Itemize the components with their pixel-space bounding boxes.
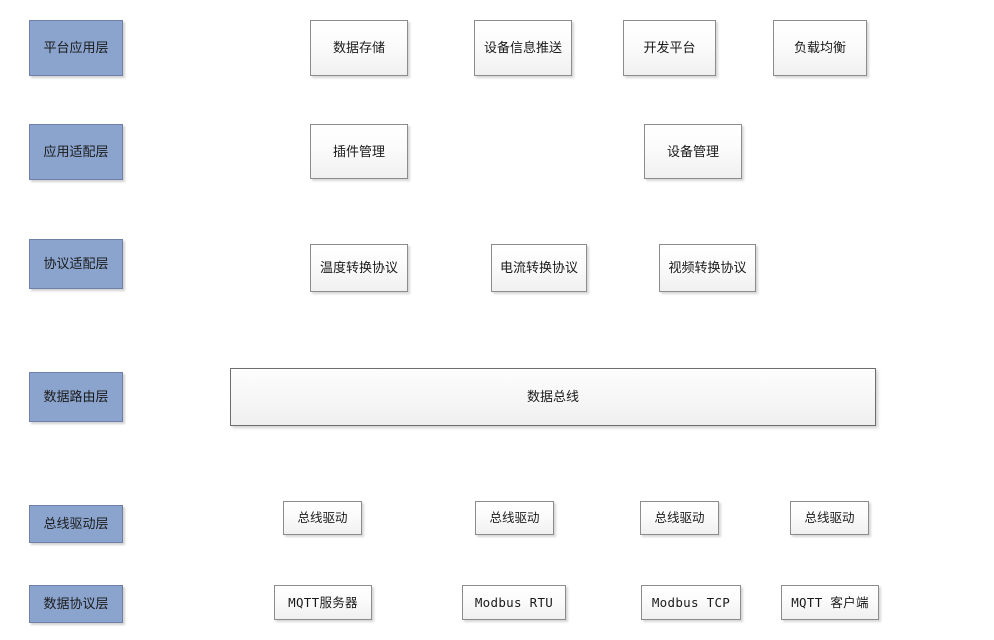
module-bus-driver-4[interactable]: 总线驱动: [790, 501, 869, 535]
module-modbus-tcp[interactable]: Modbus TCP: [641, 585, 741, 620]
module-device-info-push[interactable]: 设备信息推送: [474, 20, 572, 76]
layer-label-platform-application[interactable]: 平台应用层: [29, 20, 123, 76]
module-video-conversion-protocol[interactable]: 视频转换协议: [659, 244, 756, 292]
module-load-balancing[interactable]: 负载均衡: [773, 20, 867, 76]
layer-label-application-adaptation[interactable]: 应用适配层: [29, 124, 123, 180]
module-data-bus[interactable]: 数据总线: [230, 368, 876, 426]
layer-label-data-protocol[interactable]: 数据协议层: [29, 585, 123, 623]
module-bus-driver-2[interactable]: 总线驱动: [475, 501, 554, 535]
module-bus-driver-3[interactable]: 总线驱动: [640, 501, 719, 535]
module-temperature-conversion-protocol[interactable]: 温度转换协议: [310, 244, 408, 292]
module-plugin-management[interactable]: 插件管理: [310, 124, 408, 179]
module-development-platform[interactable]: 开发平台: [623, 20, 716, 76]
module-mqtt-client[interactable]: MQTT 客户端: [781, 585, 879, 620]
module-data-storage[interactable]: 数据存储: [310, 20, 408, 76]
layer-label-bus-driver[interactable]: 总线驱动层: [29, 505, 123, 543]
module-modbus-rtu[interactable]: Modbus RTU: [462, 585, 566, 620]
layer-label-protocol-adaptation[interactable]: 协议适配层: [29, 239, 123, 289]
module-device-management[interactable]: 设备管理: [644, 124, 742, 179]
module-bus-driver-1[interactable]: 总线驱动: [283, 501, 362, 535]
layer-label-data-routing[interactable]: 数据路由层: [29, 372, 123, 422]
module-mqtt-server[interactable]: MQTT服务器: [274, 585, 372, 620]
module-current-conversion-protocol[interactable]: 电流转换协议: [491, 244, 587, 292]
